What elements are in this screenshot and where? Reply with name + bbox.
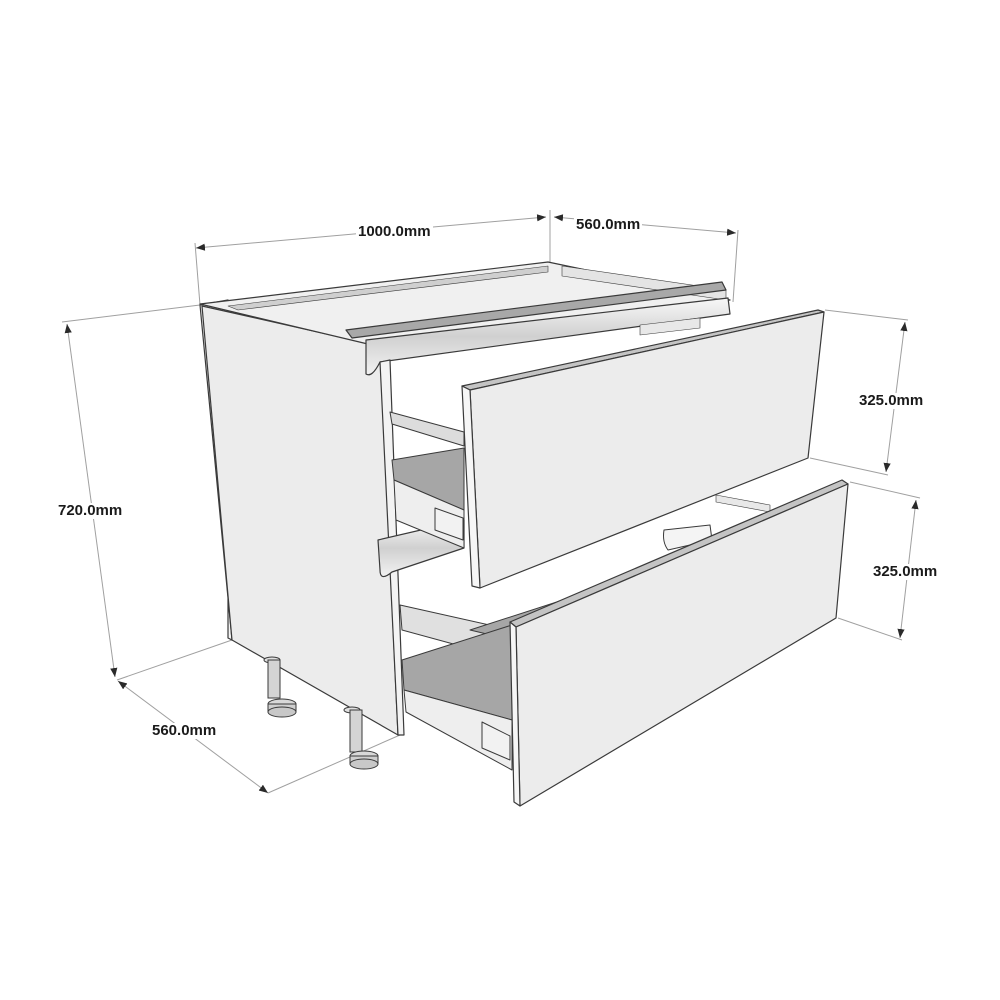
height-dimension-label: 720.0mm	[56, 502, 125, 519]
drawer-bottom-height-label: 325.0mm	[871, 563, 940, 580]
top-drawer-box	[389, 317, 701, 549]
cabinet-carcass	[199, 261, 731, 736]
drawer-top-height-label: 325.0mm	[857, 392, 926, 409]
leg-right	[343, 706, 379, 770]
width-dimension-label: 1000.0mm	[356, 223, 433, 240]
depth-top-dimension-label: 560.0mm	[574, 216, 643, 233]
depth-bottom-dimension-label: 560.0mm	[150, 722, 219, 739]
leg-left	[263, 656, 297, 718]
bottom-drawer-front	[509, 479, 849, 807]
top-drawer-front	[461, 309, 825, 589]
